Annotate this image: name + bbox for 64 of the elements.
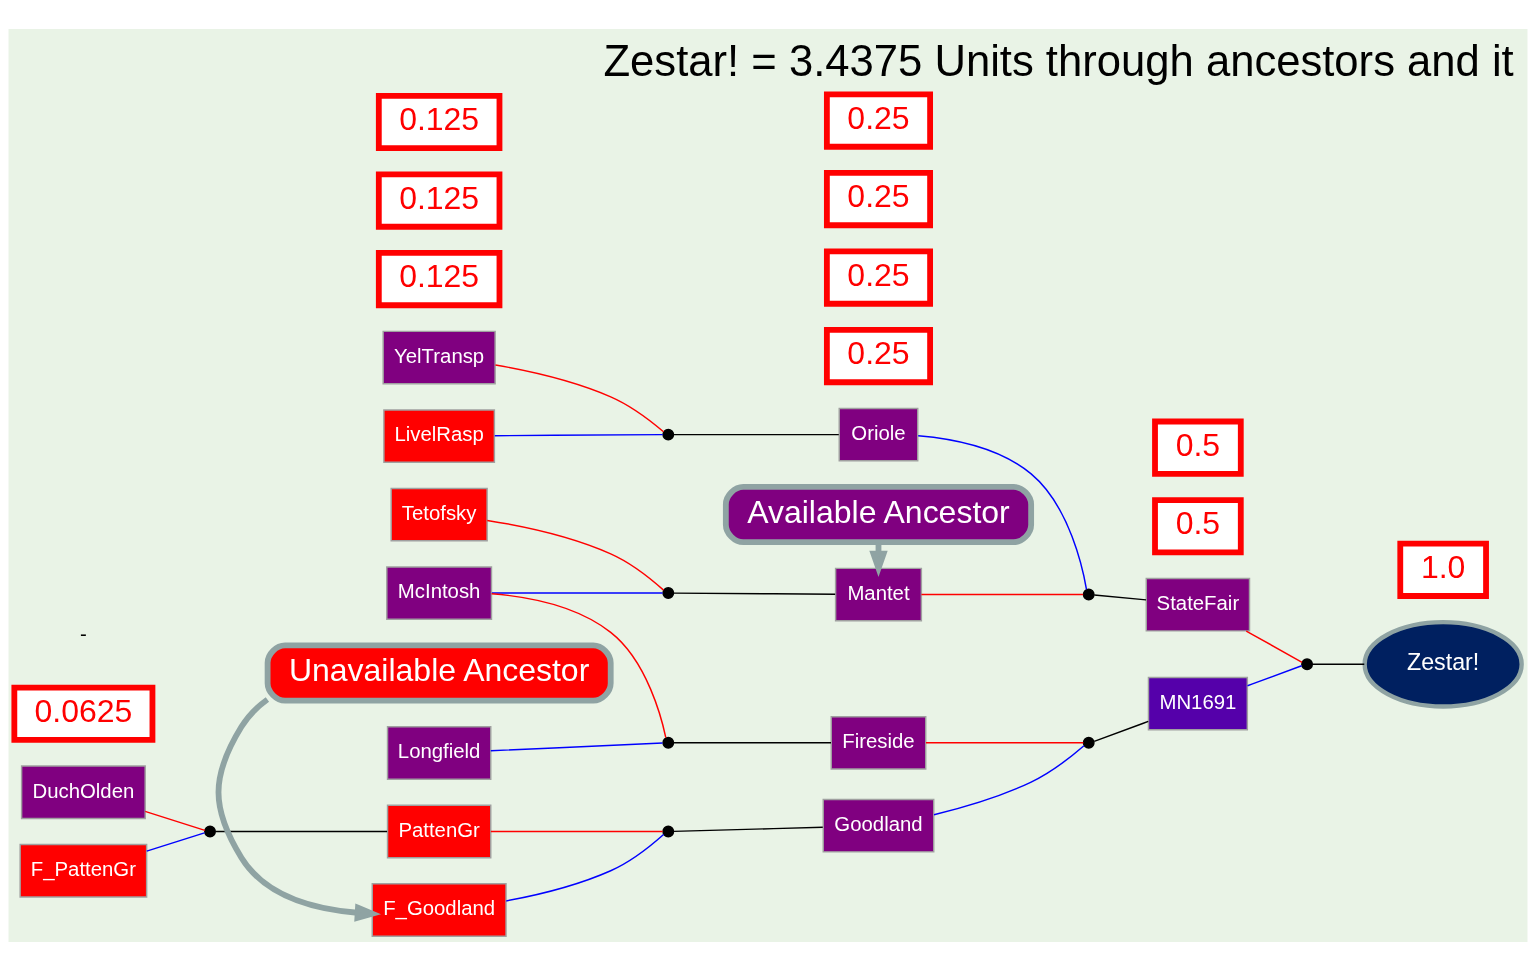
connector — [920, 593, 1084, 595]
connector — [1245, 629, 1303, 663]
label: - — [80, 622, 87, 645]
connector — [917, 434, 1088, 590]
connector — [146, 831, 206, 852]
node-box: 0.125 — [375, 92, 503, 151]
node-box: F_PattenGr — [19, 843, 148, 898]
node-box: Unavailable Ancestor — [264, 642, 614, 704]
node-box: Tetofsky — [390, 487, 488, 541]
node-box: Available Ancestor — [722, 483, 1035, 545]
node-box: PattenGr — [386, 804, 492, 858]
connector — [672, 433, 840, 435]
connector — [925, 741, 1085, 744]
node-cross — [204, 825, 216, 837]
connector — [505, 833, 665, 902]
node-box: 0.125 — [375, 249, 503, 308]
arrow — [215, 696, 381, 922]
node-box: 0.25 — [823, 91, 933, 150]
connector — [1093, 593, 1147, 601]
connector — [490, 741, 664, 751]
connector — [491, 591, 664, 594]
node-box: Mantet — [834, 567, 923, 621]
node-cross — [1082, 588, 1095, 600]
connector — [214, 830, 388, 832]
connector — [486, 519, 665, 591]
node-box: 1.0 — [1397, 540, 1489, 599]
node-cross — [662, 428, 675, 441]
node-box: 0.25 — [823, 326, 933, 385]
connector — [672, 591, 836, 595]
node-box: 0.5 — [1152, 418, 1244, 477]
node-box: 0.5 — [1152, 496, 1244, 555]
node-box: 0.25 — [823, 248, 933, 307]
node-cross — [1082, 736, 1095, 749]
node-box: McIntosh — [386, 565, 493, 620]
node-cross — [662, 586, 675, 599]
diagram-title: Zestar! = 3.4375 Units through ancestors and it — [603, 36, 1514, 85]
connector — [490, 592, 667, 738]
node-box: 0.25 — [823, 169, 933, 228]
node-box: Longfield — [386, 725, 492, 780]
connector — [672, 826, 824, 832]
node-box: Goodland — [822, 798, 935, 853]
node-box: YelTransp — [382, 330, 496, 384]
connector — [1093, 720, 1149, 742]
node-box: 0.125 — [375, 170, 503, 230]
connector — [1246, 664, 1303, 686]
node-box: F_Goodland — [371, 882, 507, 937]
node-cross — [662, 825, 675, 837]
node-ellipse: Zestar! — [1362, 619, 1524, 709]
node-box: DuchOlden — [20, 764, 146, 819]
connector — [144, 810, 206, 831]
connector — [933, 744, 1085, 815]
node-box: 0.0625 — [11, 684, 156, 743]
node-cross — [1301, 657, 1314, 670]
node-box: Oriole — [838, 407, 919, 461]
connector — [1311, 663, 1365, 665]
node-box: Fireside — [830, 715, 927, 770]
connector — [494, 363, 665, 432]
node-box: StateFair — [1145, 577, 1251, 632]
node-box: MN1691 — [1147, 676, 1249, 730]
node-box: LivelRasp — [383, 408, 496, 463]
connector — [490, 830, 664, 832]
connector — [672, 741, 832, 744]
node-cross — [662, 736, 675, 749]
connector — [494, 433, 664, 436]
